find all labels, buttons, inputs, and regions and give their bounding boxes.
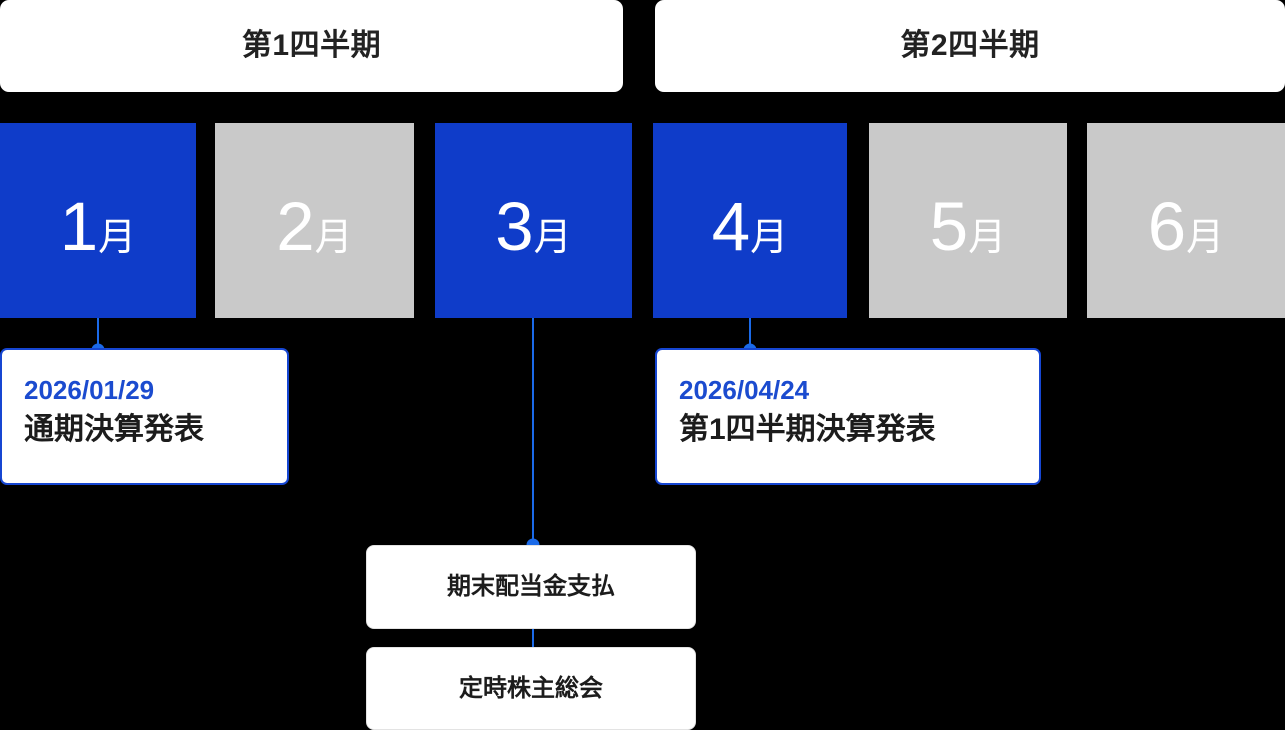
month-text: 6 月: [1148, 192, 1224, 261]
event-title: 通期決算発表: [24, 412, 204, 446]
month-text: 2 月: [276, 192, 352, 261]
month-box-3[interactable]: 3 月: [435, 123, 632, 318]
event-card-fy-results[interactable]: 2026/01/29 通期決算発表: [0, 348, 289, 485]
event-date: 2026/04/24: [679, 375, 810, 405]
note-card-dividend-payment[interactable]: 期末配当金支払: [366, 545, 696, 629]
quarter-header-q2: 第2四半期: [655, 0, 1285, 92]
month-number: 1: [59, 188, 98, 265]
event-title: 第1四半期決算発表: [679, 412, 936, 446]
event-card-q1-results[interactable]: 2026/04/24 第1四半期決算発表: [655, 348, 1041, 485]
note-title: 期末配当金支払: [447, 573, 615, 600]
month-unit: 月: [314, 217, 353, 259]
event-date: 2026/01/29: [24, 375, 155, 405]
month-text: 3 月: [495, 192, 571, 261]
month-box-4[interactable]: 4 月: [653, 123, 847, 318]
month-unit: 月: [533, 217, 572, 259]
month-text: 5 月: [930, 192, 1006, 261]
month-number: 4: [711, 188, 750, 265]
connector-line-jan: [97, 318, 99, 350]
month-box-1[interactable]: 1 月: [0, 123, 196, 318]
month-unit: 月: [1186, 217, 1225, 259]
month-text: 1 月: [60, 192, 136, 261]
month-unit: 月: [750, 217, 789, 259]
quarter-header-q1: 第1四半期: [0, 0, 623, 92]
month-number: 2: [276, 188, 314, 265]
month-text: 4 月: [712, 192, 788, 261]
month-number: 6: [1147, 188, 1186, 265]
month-box-2[interactable]: 2 月: [215, 123, 414, 318]
quarter-label: 第1四半期: [241, 29, 382, 62]
month-number: 5: [929, 188, 968, 265]
month-box-6[interactable]: 6 月: [1087, 123, 1285, 318]
note-card-shareholders-meeting[interactable]: 定時株主総会: [366, 647, 696, 730]
connector-line-mar: [532, 318, 534, 545]
month-number: 3: [495, 188, 533, 265]
month-unit: 月: [98, 217, 137, 259]
quarter-label: 第2四半期: [900, 29, 1040, 62]
connector-line-note-chain: [532, 628, 534, 658]
month-unit: 月: [968, 217, 1007, 259]
month-box-5[interactable]: 5 月: [869, 123, 1067, 318]
note-title: 定時株主総会: [459, 674, 603, 702]
connector-line-apr: [749, 318, 751, 350]
